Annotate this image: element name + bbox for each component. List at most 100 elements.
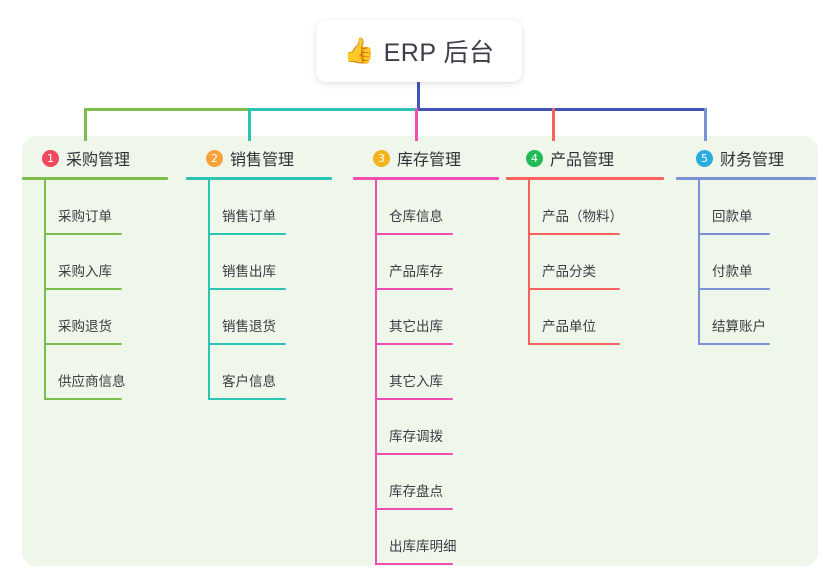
column-items: 仓库信息产品库存其它出库其它入库库存调拨库存盘点出库库明细 bbox=[353, 180, 499, 565]
column-header-5[interactable]: 5 财务管理 bbox=[676, 146, 816, 170]
leaf-item-label: 客户信息 bbox=[222, 374, 276, 389]
leaf-item-rule bbox=[528, 233, 620, 235]
column-title: 采购管理 bbox=[66, 152, 131, 169]
leaf-item-rule bbox=[375, 233, 453, 235]
leaf-item-label: 销售出库 bbox=[222, 264, 276, 279]
column-spine-line bbox=[44, 180, 46, 400]
column-销售管理: 2 销售管理销售订单销售出库销售退货客户信息 bbox=[186, 146, 332, 400]
leaf-item[interactable]: 供应商信息 bbox=[22, 345, 168, 400]
column-items: 采购订单采购入库采购退货供应商信息 bbox=[22, 180, 168, 400]
leaf-item[interactable]: 采购入库 bbox=[22, 235, 168, 290]
leaf-item-rule bbox=[698, 288, 770, 290]
leaf-item[interactable]: 结算账户 bbox=[676, 290, 816, 345]
leaf-item-rule bbox=[698, 343, 770, 345]
drop-line-column-3 bbox=[415, 108, 418, 141]
column-财务管理: 5 财务管理回款单付款单结算账户 bbox=[676, 146, 816, 345]
leaf-item-label: 库存盘点 bbox=[389, 484, 443, 499]
column-items: 销售订单销售出库销售退货客户信息 bbox=[186, 180, 332, 400]
leaf-item[interactable]: 产品分类 bbox=[506, 235, 664, 290]
root-stem-line bbox=[417, 82, 420, 110]
leaf-item-label: 回款单 bbox=[712, 209, 753, 224]
leaf-item-label: 采购订单 bbox=[58, 209, 112, 224]
column-spine-line bbox=[528, 180, 530, 345]
leaf-item-rule bbox=[44, 288, 122, 290]
column-title: 产品管理 bbox=[550, 152, 615, 169]
leaf-item-label: 产品（物料） bbox=[542, 209, 623, 224]
leaf-item-label: 出库库明细 bbox=[389, 539, 457, 554]
leaf-item-label: 其它出库 bbox=[389, 319, 443, 334]
column-产品管理: 4 产品管理产品（物料） 产品分类产品单位 bbox=[506, 146, 664, 345]
drop-line-column-1 bbox=[84, 108, 87, 141]
leaf-item-label: 采购入库 bbox=[58, 264, 112, 279]
leaf-item-rule bbox=[528, 343, 620, 345]
leaf-item-rule bbox=[44, 233, 122, 235]
leaf-item[interactable]: 采购订单 bbox=[22, 180, 168, 235]
leaf-item[interactable]: 客户信息 bbox=[186, 345, 332, 400]
column-header-rule bbox=[186, 177, 332, 180]
leaf-item-label: 付款单 bbox=[712, 264, 753, 279]
leaf-item-rule bbox=[375, 288, 453, 290]
leaf-item[interactable]: 销售出库 bbox=[186, 235, 332, 290]
leaf-item-label: 销售订单 bbox=[222, 209, 276, 224]
column-header-4[interactable]: 4 产品管理 bbox=[506, 146, 664, 170]
number-badge-icon: 5 bbox=[696, 149, 713, 167]
column-header-rule bbox=[506, 177, 664, 180]
leaf-item-label: 产品库存 bbox=[389, 264, 443, 279]
column-header-rule bbox=[22, 177, 168, 180]
leaf-item-label: 结算账户 bbox=[712, 319, 766, 334]
thumbs-up-icon: 👍 bbox=[343, 36, 375, 65]
leaf-item-label: 产品单位 bbox=[542, 319, 596, 334]
leaf-item[interactable]: 仓库信息 bbox=[353, 180, 499, 235]
leaf-item[interactable]: 付款单 bbox=[676, 235, 816, 290]
leaf-item[interactable]: 产品（物料） bbox=[506, 180, 664, 235]
number-badge-icon: 4 bbox=[526, 149, 543, 167]
leaf-item-label: 库存调拨 bbox=[389, 429, 443, 444]
root-node-label: ERP 后台 bbox=[383, 39, 495, 67]
leaf-item[interactable]: 销售订单 bbox=[186, 180, 332, 235]
leaf-item[interactable]: 销售退货 bbox=[186, 290, 332, 345]
column-title: 财务管理 bbox=[720, 152, 785, 169]
leaf-item[interactable]: 采购退货 bbox=[22, 290, 168, 345]
leaf-item-label: 销售退货 bbox=[222, 319, 276, 334]
root-node-erp-backend[interactable]: 👍 ERP 后台 bbox=[316, 20, 522, 82]
leaf-item[interactable]: 其它入库 bbox=[353, 345, 499, 400]
column-spine-line bbox=[208, 180, 210, 400]
leaf-item-label: 产品分类 bbox=[542, 264, 596, 279]
leaf-item[interactable]: 库存调拨 bbox=[353, 400, 499, 455]
leaf-item-rule bbox=[375, 343, 453, 345]
leaf-item[interactable]: 产品库存 bbox=[353, 235, 499, 290]
leaf-item[interactable]: 回款单 bbox=[676, 180, 816, 235]
leaf-item-rule bbox=[528, 288, 620, 290]
leaf-item-label: 采购退货 bbox=[58, 319, 112, 334]
number-badge-icon: 3 bbox=[373, 149, 390, 167]
column-spine-line bbox=[375, 180, 377, 565]
leaf-item-rule bbox=[44, 343, 122, 345]
column-spine-line bbox=[698, 180, 700, 345]
column-items: 回款单付款单结算账户 bbox=[676, 180, 816, 345]
leaf-item-rule bbox=[44, 398, 122, 400]
leaf-item[interactable]: 库存盘点 bbox=[353, 455, 499, 510]
leaf-item-label: 供应商信息 bbox=[58, 374, 126, 389]
column-header-rule bbox=[353, 177, 499, 180]
diagram-panel bbox=[22, 136, 818, 566]
number-badge-icon: 2 bbox=[206, 149, 223, 167]
leaf-item[interactable]: 其它出库 bbox=[353, 290, 499, 345]
leaf-item-rule bbox=[375, 453, 453, 455]
column-items: 产品（物料） 产品分类产品单位 bbox=[506, 180, 664, 345]
leaf-item-rule bbox=[375, 563, 453, 565]
leaf-item-rule bbox=[375, 398, 453, 400]
drop-line-column-5 bbox=[704, 108, 707, 141]
leaf-item-rule bbox=[208, 288, 286, 290]
leaf-item[interactable]: 产品单位 bbox=[506, 290, 664, 345]
column-header-2[interactable]: 2 销售管理 bbox=[186, 146, 332, 170]
bus-line-segment-2 bbox=[248, 108, 418, 111]
leaf-item[interactable]: 出库库明细 bbox=[353, 510, 499, 565]
column-header-rule bbox=[676, 177, 816, 180]
drop-line-column-2 bbox=[248, 108, 251, 141]
column-title: 销售管理 bbox=[230, 152, 295, 169]
leaf-item-label: 其它入库 bbox=[389, 374, 443, 389]
